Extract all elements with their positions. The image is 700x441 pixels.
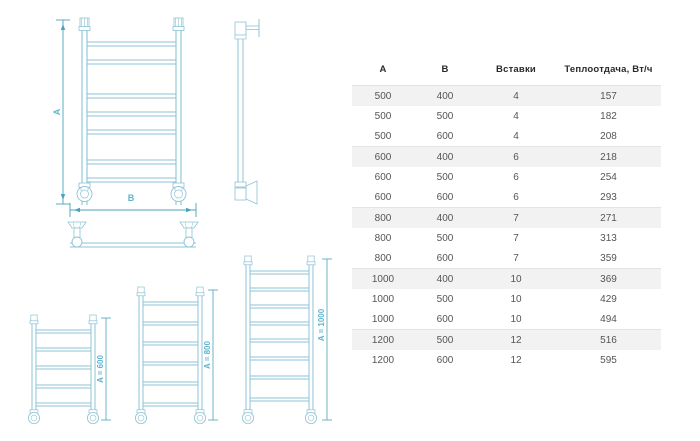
cell-inserts: 7 — [476, 248, 556, 269]
dimension-height-A — [56, 19, 70, 205]
main-front-view — [76, 17, 187, 205]
cell-inserts: 10 — [476, 309, 556, 330]
cell-inserts: 7 — [513, 232, 519, 244]
column-header-b: B — [441, 64, 449, 75]
cell-b: 400 — [414, 207, 476, 228]
cell-inserts: 7 — [476, 207, 556, 228]
table-row: 800 500 7 313 — [352, 228, 661, 248]
variant-label-1000: A = 1000 — [317, 308, 326, 341]
variant-label-600: A = 600 — [96, 354, 105, 382]
cell-a: 1000 — [371, 293, 395, 305]
table-row: 1200 600 12 595 — [352, 350, 661, 370]
column-header-heat-output: Теплоотдача, Вт/ч — [564, 64, 653, 75]
cell-heat-output: 359 — [556, 248, 661, 269]
cell-heat-output: 494 — [556, 309, 661, 330]
cell-a: 800 — [374, 232, 392, 244]
cell-inserts: 6 — [476, 146, 556, 167]
cell-heat-output: 595 — [600, 354, 617, 366]
cell-b: 500 — [436, 232, 454, 244]
cell-heat-output: 182 — [600, 110, 617, 122]
variant-drawing-800: A = 800 — [134, 286, 218, 425]
cell-inserts: 10 — [510, 293, 522, 305]
cell-b: 500 — [436, 110, 454, 122]
cell-inserts: 12 — [476, 329, 556, 350]
cell-b: 600 — [414, 248, 476, 269]
table-row: 600 500 6 254 — [352, 167, 661, 187]
cell-inserts: 10 — [476, 268, 556, 289]
cell-inserts: 4 — [476, 85, 556, 106]
cell-a: 500 — [352, 126, 414, 147]
column-header-a: A — [379, 64, 387, 75]
cell-a: 800 — [352, 207, 414, 228]
cell-a: 1200 — [371, 354, 395, 366]
cell-b: 500 — [414, 329, 476, 350]
cell-a: 600 — [352, 187, 414, 208]
cell-a: 600 — [352, 146, 414, 167]
table-header: A B Вставки Теплоотдача, Вт/ч — [352, 58, 661, 86]
cell-b: 400 — [414, 268, 476, 289]
drawings-svg: A B — [27, 17, 332, 425]
table-row: 1000 500 10 429 — [352, 289, 661, 309]
variant-drawing-600: A = 600 — [27, 314, 111, 425]
dimension-label-A: A — [52, 108, 62, 115]
cell-a: 1000 — [352, 309, 414, 330]
variant-drawing-1000: A = 1000 — [241, 255, 332, 425]
cell-heat-output: 429 — [600, 293, 617, 305]
cell-b: 600 — [414, 187, 476, 208]
column-header-inserts: Вставки — [496, 64, 536, 75]
cell-b: 600 — [414, 309, 476, 330]
cell-heat-output: 254 — [600, 171, 617, 183]
cell-b: 500 — [436, 171, 454, 183]
side-profile-view — [234, 19, 260, 205]
cell-heat-output: 313 — [600, 232, 617, 244]
cell-heat-output: 369 — [556, 268, 661, 289]
cell-b: 400 — [414, 146, 476, 167]
dimension-width-B — [69, 203, 197, 217]
dimension-label-B: B — [128, 193, 135, 203]
cell-b: 600 — [414, 126, 476, 147]
cell-inserts: 6 — [513, 171, 519, 183]
cell-a: 1000 — [352, 268, 414, 289]
cell-heat-output: 208 — [556, 126, 661, 147]
cell-a: 500 — [352, 85, 414, 106]
cell-a: 800 — [352, 248, 414, 269]
cell-b: 400 — [414, 85, 476, 106]
cell-heat-output: 157 — [556, 85, 661, 106]
table-row: 500 500 4 182 — [352, 106, 661, 126]
cell-heat-output: 293 — [556, 187, 661, 208]
cell-a: 600 — [374, 171, 392, 183]
plan-bottom-view — [67, 221, 199, 248]
cell-inserts: 4 — [476, 126, 556, 147]
cell-inserts: 12 — [510, 354, 522, 366]
cell-a: 1200 — [352, 329, 414, 350]
cell-heat-output: 271 — [556, 207, 661, 228]
cell-heat-output: 516 — [556, 329, 661, 350]
cell-b: 600 — [436, 354, 454, 366]
cell-a: 500 — [374, 110, 392, 122]
cell-inserts: 4 — [513, 110, 519, 122]
cell-heat-output: 218 — [556, 146, 661, 167]
cell-inserts: 6 — [476, 187, 556, 208]
cell-b: 500 — [436, 293, 454, 305]
variant-label-800: A = 800 — [203, 340, 212, 368]
technical-drawings-panel: A B — [27, 17, 332, 425]
table-header-row: A B Вставки Теплоотдача, Вт/ч — [352, 58, 661, 86]
